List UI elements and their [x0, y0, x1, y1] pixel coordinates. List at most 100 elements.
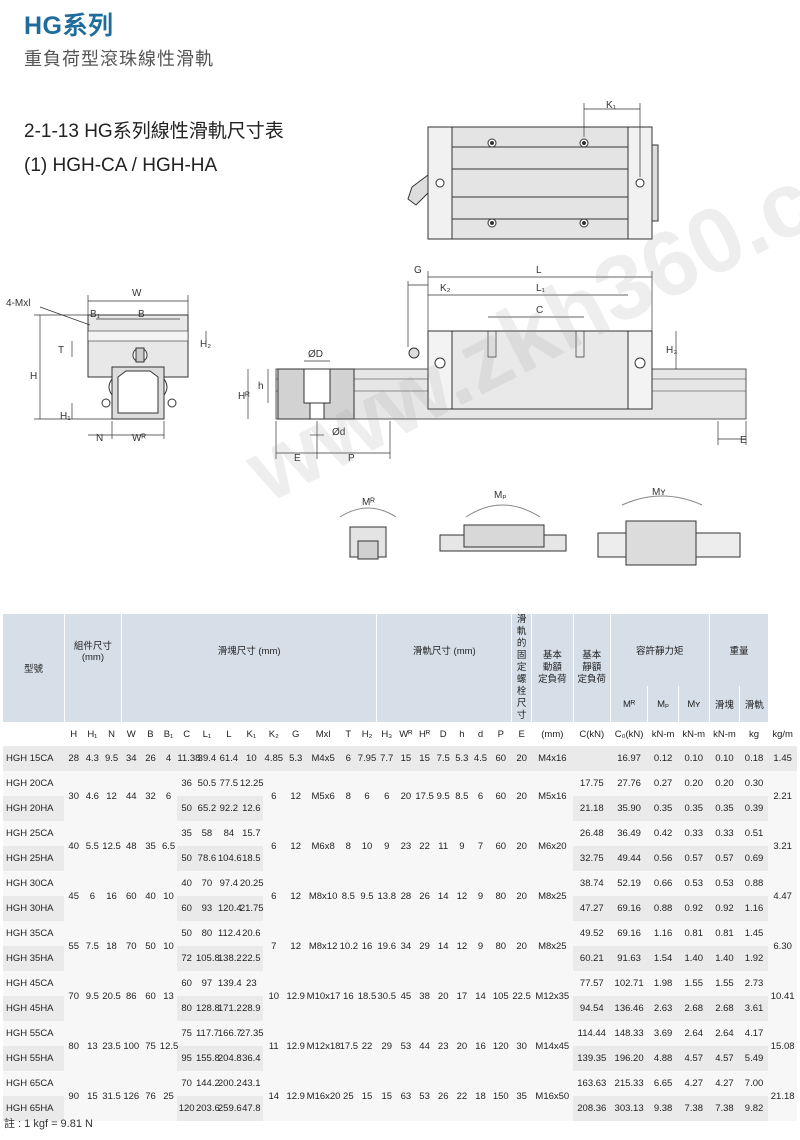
cell-N: 23.5 — [101, 1021, 122, 1071]
cell-B: 60 — [141, 971, 160, 1021]
cell-Cdyn: 163.63 — [573, 1071, 611, 1096]
cell-Mxl: M10x17 — [306, 971, 340, 1021]
cell-w1: 3.61 — [739, 996, 769, 1021]
cell-H3: 9 — [376, 821, 397, 871]
header-row-groups: 型號組件尺寸 (mm)滑塊尺寸 (mm)滑軌尺寸 (mm)滑軌的 固定螺 栓尺寸… — [3, 614, 797, 722]
cell-D: 14 — [433, 921, 453, 971]
cell-bolt: M14x45 — [531, 1021, 574, 1071]
cell-H: 80 — [64, 1021, 84, 1071]
cell-Cdyn: 208.36 — [573, 1096, 611, 1121]
symbol-col-14: H₂ — [361, 728, 373, 740]
row-model-cell: HGH 45HA — [3, 996, 65, 1021]
cell-C0: 36.49 — [610, 821, 648, 846]
cell-WR: 28 — [396, 871, 416, 921]
cell-K1: 18.5 — [239, 846, 263, 871]
cell-L: 171.2 — [217, 996, 242, 1021]
symbol-col-24: C(kN) — [579, 728, 605, 740]
cell-K1: 12.25 — [239, 771, 264, 796]
cell-Mxl: M12x18 — [306, 1021, 340, 1071]
cell-L1: 97 — [195, 971, 218, 996]
cell-C0: 27.76 — [610, 771, 648, 796]
symbol-col-28: kN-m — [713, 728, 736, 740]
cell-HR: 53 — [415, 1071, 434, 1121]
cell-w2: 6.30 — [768, 921, 797, 971]
cell-T: 6 — [339, 746, 358, 771]
moment-subcol-1: Mₚ — [647, 686, 679, 722]
cell-H2: 9.5 — [357, 871, 377, 921]
cell-N: 20.5 — [101, 971, 122, 1021]
cell-MP: 4.27 — [678, 1071, 710, 1096]
col-assembly-header: 組件尺寸 (mm) — [63, 614, 122, 686]
symbol-col-5: B₁ — [163, 728, 174, 740]
cell-MR: 0.35 — [647, 796, 679, 821]
cell-K1: 12.6 — [239, 796, 263, 821]
cell-h: 22 — [452, 1071, 472, 1121]
cell-w2: 4.47 — [768, 871, 797, 921]
cell-L1: 117.7 — [195, 1021, 219, 1046]
row-model-cell: HGH 55HA — [3, 1046, 65, 1071]
front-view-drawing — [34, 295, 207, 439]
dimension-drawings: K₁ W 4-Mxl B₁ B T H₂ H H₁ N Wᴿ — [6, 100, 747, 566]
cell-C: 36 — [177, 771, 196, 796]
cell-Mxl: M5x6 — [306, 771, 340, 821]
dim-p-label: P — [348, 453, 355, 464]
symbol-col-3: W — [126, 728, 136, 740]
cell-H: 90 — [64, 1071, 84, 1121]
cell-Cdyn: 94.54 — [573, 996, 611, 1021]
cell-H2: 16 — [357, 921, 377, 971]
cell-MP: 0.10 — [678, 746, 710, 771]
cell-W: 126 — [121, 1071, 142, 1121]
cell-w1: 0.88 — [739, 871, 769, 896]
cell-h: 17 — [452, 971, 472, 1021]
cell-E: 20 — [511, 746, 532, 771]
cell-HR: 26 — [415, 871, 434, 921]
symbol-col-11: G — [292, 728, 300, 740]
cell-H3: 13.8 — [376, 871, 397, 921]
cell-w2: 15.08 — [768, 1021, 797, 1071]
row-model-cell: HGH 30HA — [3, 896, 65, 921]
cell-H1: 13 — [83, 1021, 102, 1071]
cell-T: 25 — [339, 1071, 358, 1121]
cell-D: 20 — [433, 971, 453, 1021]
cell-MR: 0.42 — [647, 821, 679, 846]
col-rail-header: 滑軌尺寸 (mm) — [376, 614, 512, 686]
cell-L: 97.4 — [217, 871, 240, 896]
symbol-col-17: Hᴿ — [418, 728, 431, 740]
cell-d: 7 — [471, 821, 490, 871]
cell-C: 50 — [177, 846, 196, 871]
cell-W: 70 — [121, 921, 142, 971]
cell-HR: 22 — [415, 821, 434, 871]
symbol-col-15: H₃ — [381, 728, 393, 740]
cell-K1: 23 — [239, 971, 263, 996]
cell-w1: 7.00 — [739, 1071, 769, 1096]
cell-L: 166.7 — [217, 1021, 242, 1046]
cell-bolt: M8x25 — [531, 871, 574, 921]
cell-L: 92.2 — [217, 796, 240, 821]
cell-L: 112.4 — [217, 921, 241, 946]
symbol-col-23: (mm) — [541, 728, 564, 740]
cell-C: 50 — [177, 921, 196, 946]
cell-K1: 36.4 — [239, 1046, 263, 1071]
cell-Cdyn: 139.35 — [573, 1046, 611, 1071]
moment-diagrams — [339, 495, 741, 566]
cell-E: 22.5 — [511, 971, 532, 1021]
cell-C: 75 — [177, 1021, 196, 1046]
cell-E: 35 — [511, 1071, 532, 1121]
cell-Mxl: M16x20 — [306, 1071, 340, 1121]
cell-Mxl: M8x12 — [306, 921, 340, 971]
cell-C0: 303.13 — [610, 1096, 648, 1121]
cell-MY: 4.27 — [709, 1071, 740, 1096]
cell-w1: 1.16 — [739, 896, 769, 921]
cell-B: 26 — [141, 746, 160, 771]
cell-MR: 0.27 — [647, 771, 679, 796]
cell-K1: 28.9 — [239, 996, 263, 1021]
cell-B: 40 — [141, 871, 160, 921]
cell-E: 30 — [511, 1021, 532, 1071]
cell-K1: 15.7 — [239, 821, 263, 846]
moment-my-label: Mʏ — [652, 487, 666, 498]
cell-MY: 4.57 — [709, 1046, 740, 1071]
cell-T: 16 — [339, 971, 358, 1021]
row-model-cell: HGH 65HA — [3, 1096, 65, 1121]
